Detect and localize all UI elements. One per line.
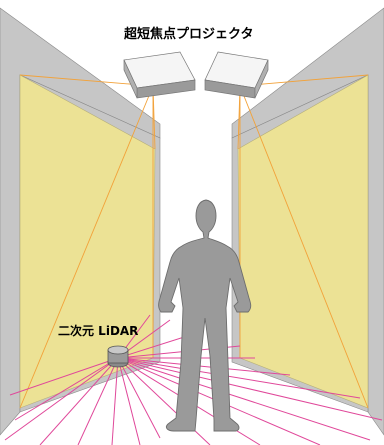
projector-right — [204, 51, 269, 99]
left-wall — [0, 7, 161, 436]
projector-left — [123, 51, 196, 99]
lidar-sensor-icon — [107, 345, 129, 368]
projector-label: 超短焦点プロジェクタ — [124, 27, 254, 42]
projector-left-side — [123, 59, 138, 99]
person-silhouette — [158, 199, 252, 432]
projector-right-side — [254, 59, 269, 99]
lidar-label: 二次元 LiDAR — [58, 324, 139, 338]
